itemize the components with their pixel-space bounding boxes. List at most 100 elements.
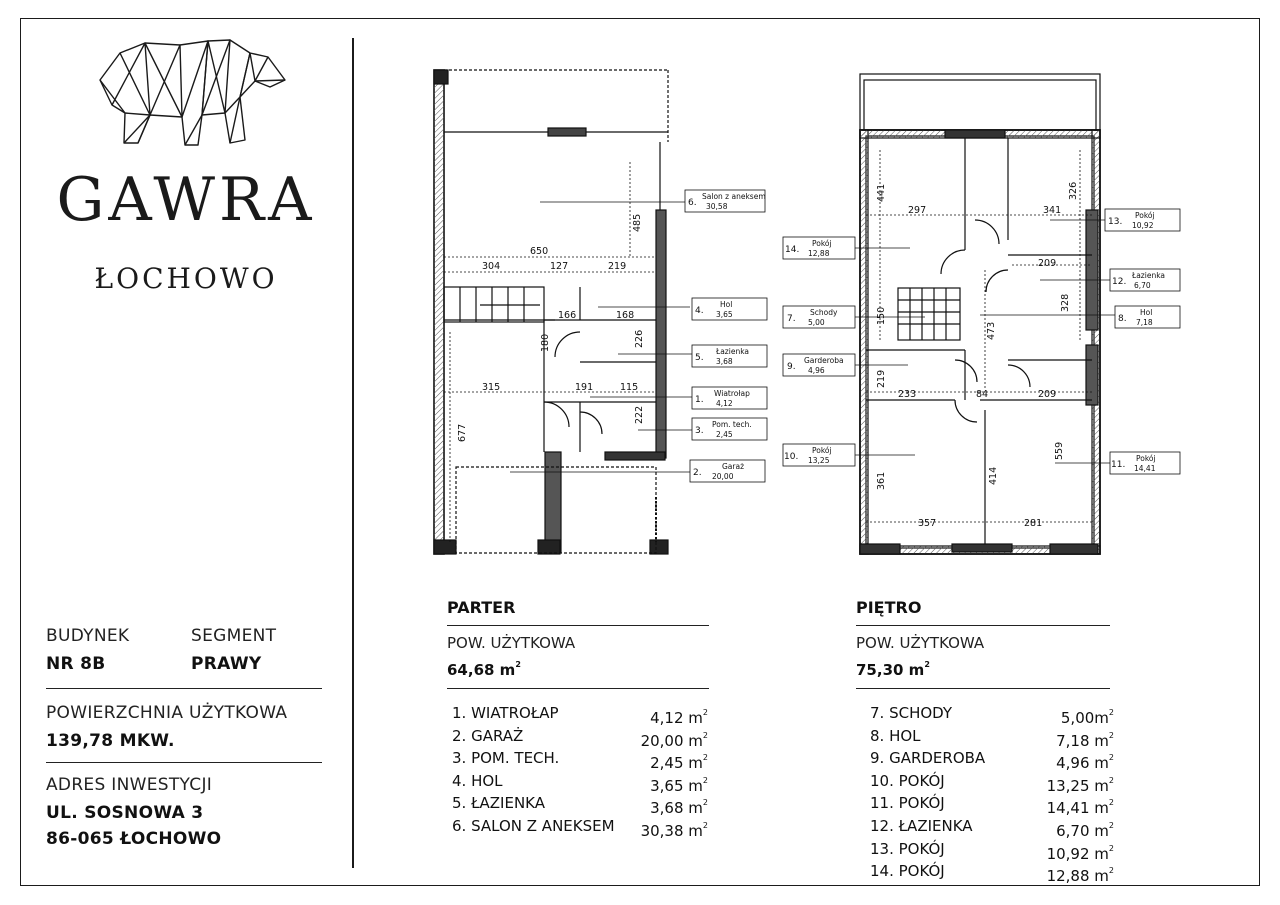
plan-label-number: 3. xyxy=(695,426,704,436)
plan-label-name: Hol xyxy=(1140,308,1152,317)
plan-label-number: 14. xyxy=(785,245,799,255)
segment-label: SEGMENT xyxy=(191,626,277,646)
dimension-label: 191 xyxy=(575,382,593,393)
dimension-label: 166 xyxy=(558,310,576,321)
pietro-usable-area-label: POW. UŻYTKOWA xyxy=(856,634,985,652)
parter-usable-area-label: POW. UŻYTKOWA xyxy=(447,634,576,652)
plan-label-name: Pom. tech. xyxy=(712,420,752,429)
divider xyxy=(46,762,322,764)
plan-label-number: 10. xyxy=(784,452,798,462)
plan-label-number: 13. xyxy=(1108,217,1122,227)
plan-label-area: 5,00 xyxy=(808,318,825,327)
dimension-label: 168 xyxy=(616,310,634,321)
brand-town: ŁOCHOWO xyxy=(94,262,278,295)
dimension-label: 414 xyxy=(988,467,999,485)
plan-label-name: Schody xyxy=(810,308,838,317)
dimension-label: 326 xyxy=(1068,182,1079,200)
plan-label-name: Pokój xyxy=(1136,454,1156,463)
dimension-label: 115 xyxy=(620,382,638,393)
plan-label-number: 2. xyxy=(693,468,702,478)
plan-label-number: 5. xyxy=(695,353,704,363)
dimension-label: 559 xyxy=(1054,442,1065,460)
address-line2: 86-065 ŁOCHOWO xyxy=(46,829,222,849)
dimension-label: 233 xyxy=(898,389,916,400)
dimension-label: 209 xyxy=(1038,389,1056,400)
plan-label-area: 2,45 xyxy=(716,430,733,439)
dimension-label: 222 xyxy=(634,406,645,424)
plan-label-area: 4,96 xyxy=(808,366,825,375)
plan-label-area: 3,68 xyxy=(716,357,733,366)
parter-floor-plan: 650 304 127 219 485 166 168 180 226 315 … xyxy=(433,69,768,555)
dimension-label: 357 xyxy=(918,518,936,529)
divider xyxy=(46,688,322,690)
dimension-label: 328 xyxy=(1060,294,1071,312)
plan-label-name: Garaż xyxy=(722,462,744,471)
dimension-label: 361 xyxy=(876,472,887,490)
plan-label-number: 7. xyxy=(787,314,796,324)
plan-label-area: 7,18 xyxy=(1136,318,1153,327)
bear-logo-icon xyxy=(99,39,286,146)
dimension-label: 281 xyxy=(1024,518,1042,529)
plan-label-area: 4,12 xyxy=(716,399,733,408)
dimension-label: 209 xyxy=(1038,258,1056,269)
vertical-divider xyxy=(352,38,354,868)
plan-label-number: 9. xyxy=(787,362,796,372)
plan-label-area: 10,92 xyxy=(1132,221,1154,230)
plan-label-area: 30,58 xyxy=(706,202,728,211)
plan-label-number: 4. xyxy=(695,306,704,316)
plan-label-number: 8. xyxy=(1118,314,1127,324)
plan-label-number: 12. xyxy=(1112,277,1126,287)
usable-area-value: 139,78 MKW. xyxy=(46,731,175,751)
usable-area-label: POWIERZCHNIA UŻYTKOWA xyxy=(46,703,288,723)
dimension-label: 485 xyxy=(632,214,643,232)
plan-label-name: Pokój xyxy=(812,446,832,455)
dimension-label: 127 xyxy=(550,261,568,272)
dimension-label: 677 xyxy=(457,424,468,442)
address-label: ADRES INWESTYCJI xyxy=(46,775,213,795)
plan-label-name: Wiatrołap xyxy=(714,389,750,398)
plan-label-name: Łazienka xyxy=(1131,271,1165,280)
segment-value: PRAWY xyxy=(191,654,262,674)
plan-label-name: Garderoba xyxy=(804,356,844,365)
brand-name: GAWRA xyxy=(56,165,316,235)
plan-label-area: 3,65 xyxy=(716,310,733,319)
parter-title: PARTER xyxy=(447,598,516,617)
plan-label-number: 11. xyxy=(1111,460,1125,470)
dimension-label: 297 xyxy=(908,205,926,216)
dimension-label: 650 xyxy=(530,246,548,257)
plan-label-name: Salon z aneksem xyxy=(702,192,766,201)
plan-label-area: 12,88 xyxy=(808,249,830,258)
plan-label-area: 20,00 xyxy=(712,472,734,481)
dimension-label: 180 xyxy=(540,334,551,352)
divider xyxy=(856,625,1110,627)
dimension-label: 219 xyxy=(876,370,887,388)
plan-label-number: 6. xyxy=(688,198,697,208)
parter-usable-area-value: 64,68 m2 xyxy=(447,660,521,679)
plan-label-area: 14,41 xyxy=(1134,464,1156,473)
divider xyxy=(856,688,1110,690)
building-value: NR 8B xyxy=(46,654,106,674)
building-label: BUDYNEK xyxy=(46,626,130,646)
page-frame xyxy=(20,18,1260,886)
pietro-title: PIĘTRO xyxy=(856,598,922,617)
pietro-usable-area-value: 75,30 m2 xyxy=(856,660,930,679)
dimension-label: 304 xyxy=(482,261,500,272)
plan-label-number: 1. xyxy=(695,395,704,405)
dimension-label: 441 xyxy=(876,184,887,202)
plan-label-name: Pokój xyxy=(812,239,832,248)
plan-label-area: 6,70 xyxy=(1134,281,1151,290)
plan-label-name: Hol xyxy=(720,300,732,309)
plan-label-name: Pokój xyxy=(1135,211,1155,220)
